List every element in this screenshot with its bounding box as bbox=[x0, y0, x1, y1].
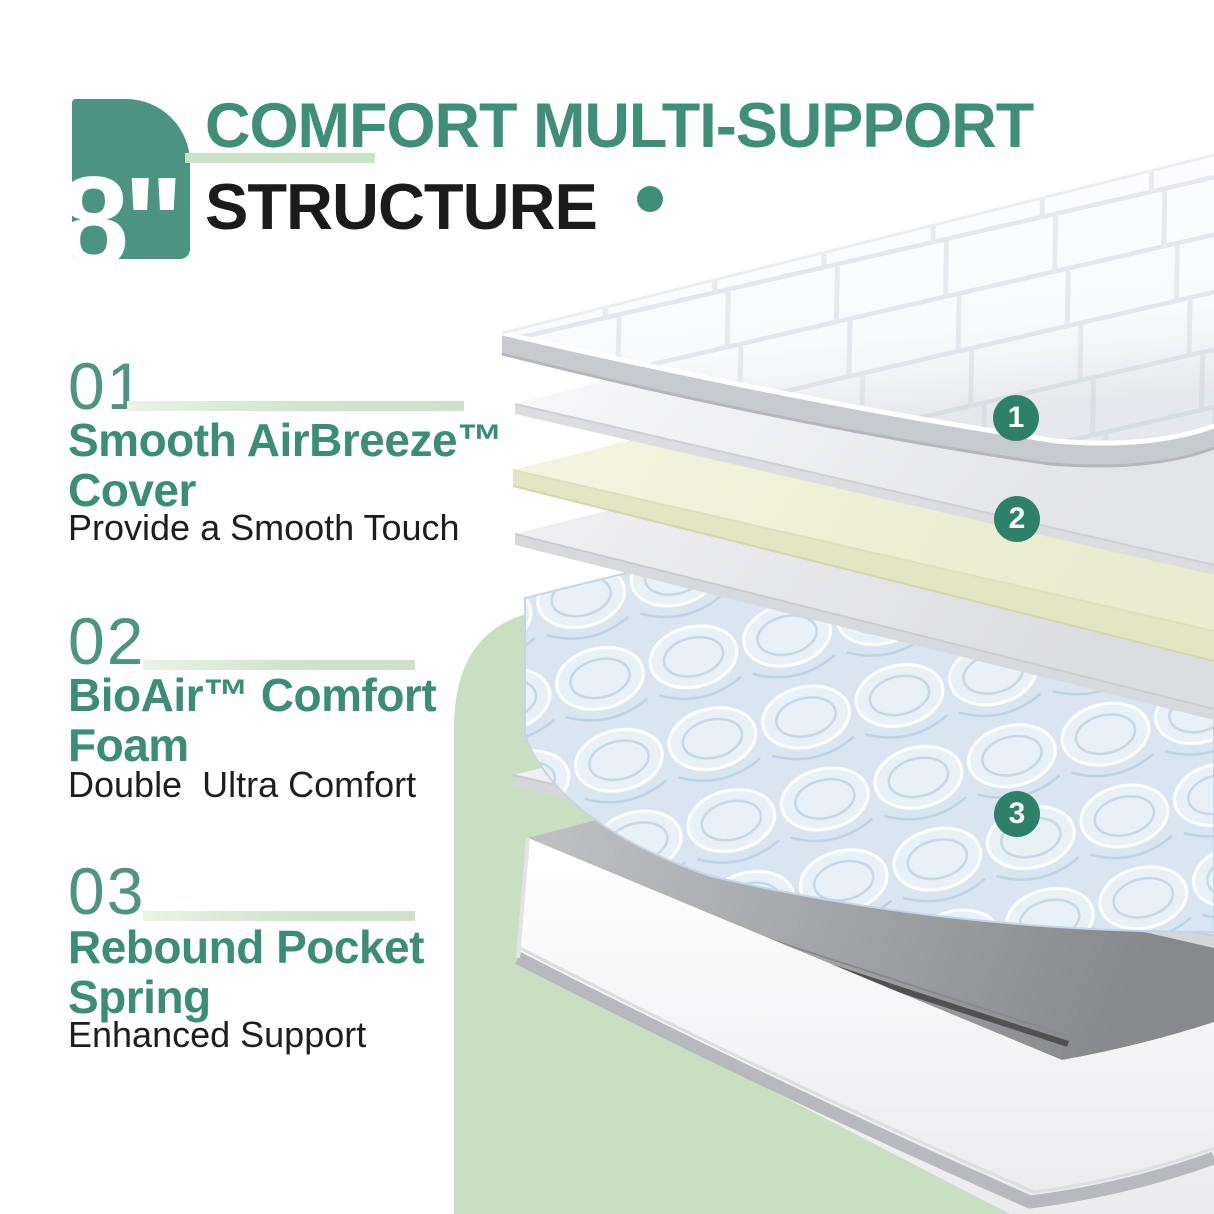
title-accent-dot bbox=[637, 186, 663, 212]
thickness-badge: 8" bbox=[72, 99, 190, 259]
feature-2-bar bbox=[143, 660, 415, 670]
feature-1-bar bbox=[127, 401, 464, 411]
feature-3-title-line2: Spring bbox=[68, 971, 211, 1023]
feature-1-title-line1: Smooth AirBreeze™ bbox=[68, 414, 503, 466]
feature-3-title-line1: Rebound Pocket bbox=[68, 921, 424, 973]
layer-marker-2: 2 bbox=[994, 496, 1040, 542]
thickness-badge-label: 8" bbox=[72, 151, 184, 260]
page-title-line2: STRUCTURE bbox=[205, 170, 598, 243]
feature-1-title: Smooth AirBreeze™ Cover bbox=[68, 415, 503, 515]
title-underline bbox=[185, 153, 375, 163]
feature-2-title: BioAir™ Comfort Foam bbox=[68, 669, 437, 771]
quilted-cover-layer bbox=[501, 153, 1214, 468]
feature-3-bar bbox=[143, 911, 415, 921]
feature-3-number: 03 bbox=[68, 854, 146, 928]
layer-marker-3: 3 bbox=[994, 791, 1040, 837]
feature-1-title-line2: Cover bbox=[68, 464, 196, 516]
layer-marker-1: 1 bbox=[993, 395, 1039, 441]
feature-2-subtitle: Double Ultra Comfort bbox=[68, 764, 417, 805]
page-title-line1: COMFORT MULTI-SUPPORT bbox=[205, 91, 1034, 161]
feature-2-title-line1: BioAir™ Comfort bbox=[68, 669, 437, 721]
feature-1-subtitle: Provide a Smooth Touch bbox=[68, 507, 460, 548]
feature-3-subtitle: Enhanced Support bbox=[68, 1014, 367, 1055]
feature-2-title-line2: Foam bbox=[68, 719, 189, 771]
feature-2-number: 02 bbox=[68, 604, 146, 678]
feature-3-title: Rebound Pocket Spring bbox=[68, 922, 424, 1022]
